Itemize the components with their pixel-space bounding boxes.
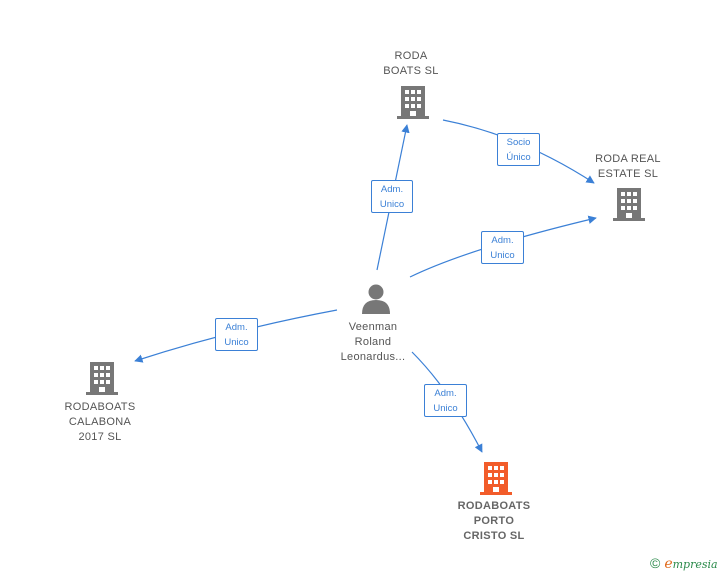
copyright-icon: ©: [650, 555, 661, 571]
edge-label-roda-boats-to-real-estate: Socio Único: [497, 133, 540, 166]
node-label-rodaboats-porto-cristo[interactable]: RODABOATS PORTO CRISTO SL: [457, 500, 531, 542]
building-icon[interactable]: [613, 186, 645, 222]
building-icon[interactable]: [480, 460, 512, 496]
edge-label-person-to-porto-cristo: Adm. Unico: [424, 384, 467, 417]
edge-label-person-to-roda-boats: Adm. Unico: [371, 180, 413, 213]
person-icon[interactable]: [361, 283, 391, 315]
edge-label-person-to-calabona: Adm. Unico: [215, 318, 258, 351]
node-label-person[interactable]: Veenman Roland Leonardus...: [340, 321, 406, 363]
empresia-logo-text: mpresia: [672, 558, 718, 571]
building-icon[interactable]: [397, 84, 429, 120]
node-label-roda-real-estate[interactable]: RODA REAL ESTATE SL: [595, 153, 661, 180]
node-label-rodaboats-calabona[interactable]: RODABOATS CALABONA 2017 SL: [64, 401, 136, 443]
empresia-logo-initial: e: [664, 556, 673, 572]
empresia-copyright: ©empresia: [650, 555, 718, 572]
node-label-roda-boats[interactable]: RODA BOATS SL: [383, 50, 439, 77]
edge-label-person-to-real-estate: Adm. Unico: [481, 231, 524, 264]
building-icon[interactable]: [86, 360, 118, 396]
